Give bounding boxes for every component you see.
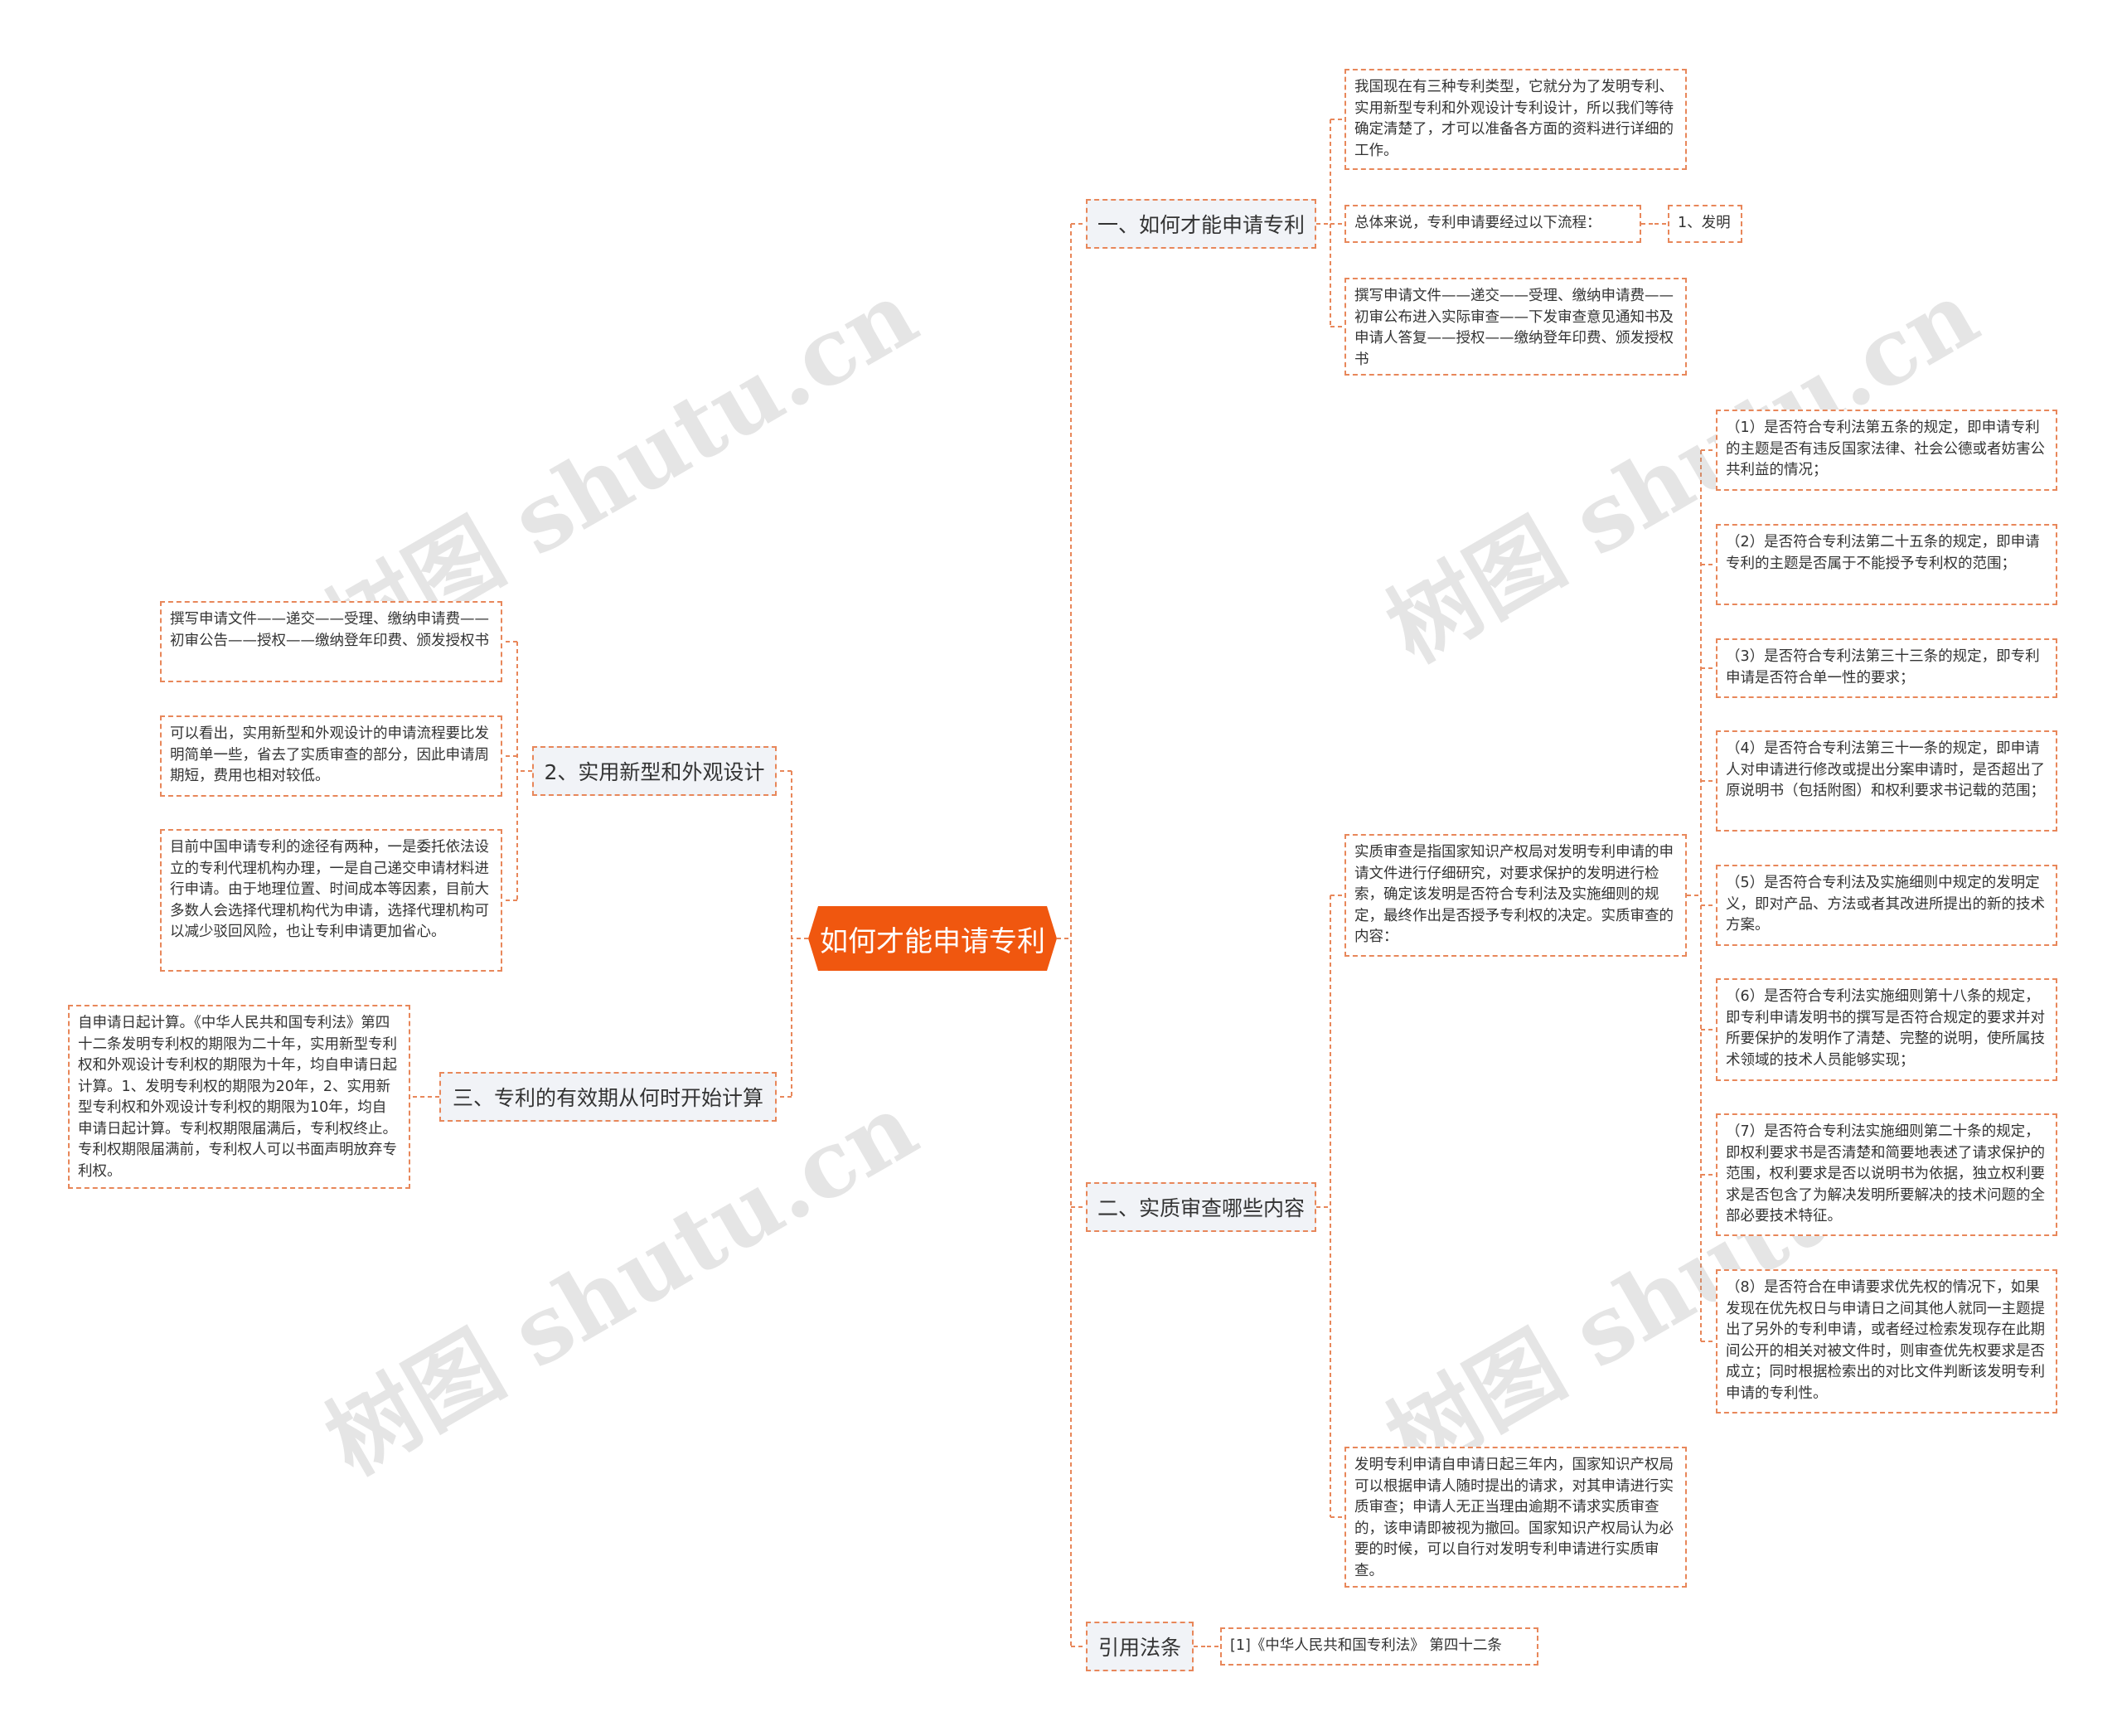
leaf-process-intro[interactable]: 总体来说，专利申请要经过以下流程： — [1344, 205, 1641, 243]
branch-utility-design[interactable]: 2、实用新型和外观设计 — [532, 746, 777, 796]
leaf-exam-item-1[interactable]: （1）是否符合专利法第五条的规定，即申请专利的主题是否有违反国家法律、社会公德或… — [1716, 410, 2057, 491]
leaf-exam-item-5[interactable]: （5）是否符合专利法及实施细则中规定的发明定义，即对产品、方法或者其改进所提出的… — [1716, 865, 2057, 946]
leaf-patent-types[interactable]: 我国现在有三种专利类型，它就分为了发明专利、实用新型专利和外观设计专利设计，所以… — [1344, 69, 1687, 170]
leaf-law-article[interactable]: [1]《中华人民共和国专利法》 第四十二条 — [1220, 1627, 1538, 1666]
branch-cited-law[interactable]: 引用法条 — [1086, 1622, 1194, 1671]
leaf-exam-definition[interactable]: 实质审查是指国家知识产权局对发明专利申请的申请文件进行仔细研究，对要求保护的发明… — [1344, 834, 1687, 957]
leaf-exam-item-3[interactable]: （3）是否符合专利法第三十三条的规定，即专利申请是否符合单一性的要求； — [1716, 638, 2057, 698]
branch-substantive-exam[interactable]: 二、实质审查哪些内容 — [1086, 1182, 1316, 1232]
leaf-validity-detail[interactable]: 自申请日起计算。《中华人民共和国专利法》第四十二条发明专利权的期限为二十年，实用… — [68, 1005, 410, 1189]
leaf-invention[interactable]: 1、发明 — [1668, 205, 1742, 243]
leaf-invention-process[interactable]: 撰写申请文件——递交——受理、缴纳申请费——初审公布进入实际审查——下发审查意见… — [1344, 278, 1687, 376]
leaf-exam-item-8[interactable]: （8）是否符合在申请要求优先权的情况下，如果发现在优先权日与申请日之间其他人就同… — [1716, 1269, 2057, 1414]
leaf-exam-item-6[interactable]: （6）是否符合专利法实施细则第十八条的规定，即专利申请发明书的撰写是否符合规定的… — [1716, 978, 2057, 1081]
leaf-utility-process[interactable]: 撰写申请文件——递交——受理、缴纳申请费——初审公告——授权——缴纳登年印费、颁… — [160, 601, 502, 682]
leaf-exam-item-2[interactable]: （2）是否符合专利法第二十五条的规定，即申请专利的主题是否属于不能授予专利权的范… — [1716, 524, 2057, 605]
root-topic[interactable]: 如何才能申请专利 — [808, 906, 1057, 971]
leaf-exam-item-4[interactable]: （4）是否符合专利法第三十一条的规定，即申请人对申请进行修改或提出分案申请时，是… — [1716, 730, 2057, 832]
leaf-utility-simpler[interactable]: 可以看出，实用新型和外观设计的申请流程要比发明简单一些，省去了实质审查的部分，因… — [160, 715, 502, 797]
branch-validity-period[interactable]: 三、专利的有效期从何时开始计算 — [439, 1072, 777, 1122]
leaf-application-routes[interactable]: 目前中国申请专利的途径有两种，一是委托依法设立的专利代理机构办理，一是自己递交申… — [160, 829, 502, 972]
leaf-exam-timing[interactable]: 发明专利申请自申请日起三年内，国家知识产权局可以根据申请人随时提出的请求，对其申… — [1344, 1447, 1687, 1588]
leaf-exam-item-7[interactable]: （7）是否符合专利法实施细则第二十条的规定，即权利要求书是否清楚和简要地表述了请… — [1716, 1113, 2057, 1236]
branch-how-to-apply[interactable]: 一、如何才能申请专利 — [1086, 199, 1316, 249]
